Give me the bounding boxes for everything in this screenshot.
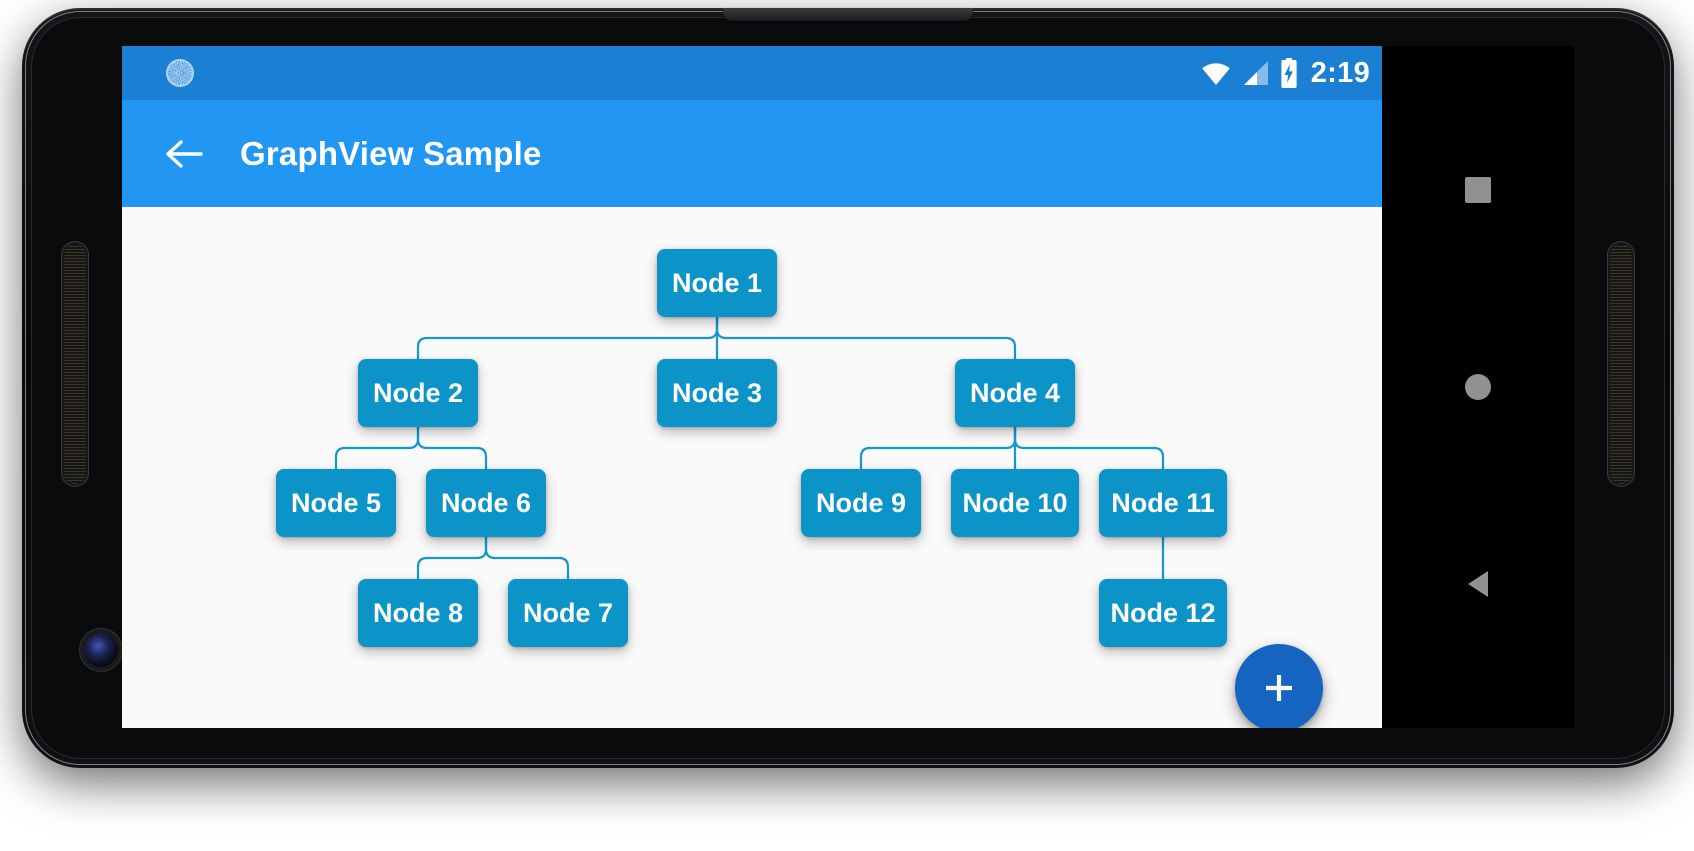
graph-node-label: Node 8: [372, 597, 464, 628]
graph-edge-node-1-to-node-2: [416, 315, 719, 361]
graph-node-label: Node 10: [962, 487, 1068, 518]
status-bar-icons: 2:19: [1201, 58, 1370, 88]
graph-edge-node-2-to-node-5: [334, 425, 420, 471]
graph-edge-node-2-to-node-6: [416, 425, 488, 471]
graph-node-9[interactable]: Node 9: [801, 469, 921, 537]
home-key-icon[interactable]: [1461, 370, 1495, 404]
graph-edge-node-4-to-node-9: [859, 425, 1017, 471]
app-launcher-glyph-icon: [166, 59, 194, 87]
graph-node-11[interactable]: Node 11: [1099, 469, 1227, 537]
status-bar: 2:19: [122, 46, 1382, 100]
graph-node-label: Node 6: [440, 487, 532, 518]
cell-signal-icon: [1243, 61, 1268, 85]
graph-node-label: Node 11: [1111, 487, 1215, 518]
phone-screen: 2:19 GraphView Sample Node 1 Node 2 Node 3…: [122, 46, 1574, 728]
graph-node-10[interactable]: Node 10: [951, 469, 1079, 537]
graph-node-5[interactable]: Node 5: [276, 469, 396, 537]
graph-node-label: Node 7: [522, 597, 614, 628]
graph-node-label: Node 4: [969, 377, 1061, 408]
graph-node-6[interactable]: Node 6: [426, 469, 546, 537]
page-title: GraphView Sample: [240, 134, 542, 172]
battery-charging-icon: [1281, 58, 1297, 88]
app-toolbar: GraphView Sample: [122, 100, 1382, 207]
graph-node-label: Node 1: [671, 267, 763, 298]
graph-node-7[interactable]: Node 7: [508, 579, 628, 647]
graph-node-label: Node 5: [290, 487, 382, 518]
add-node-fab[interactable]: [1235, 644, 1323, 728]
graph-node-label: Node 9: [815, 487, 907, 518]
graph-node-12[interactable]: Node 12: [1099, 579, 1227, 647]
graph-node-1[interactable]: Node 1: [657, 249, 777, 317]
back-arrow-icon[interactable]: [162, 132, 206, 176]
phone-device-frame: 2:19 GraphView Sample Node 1 Node 2 Node 3…: [22, 8, 1674, 768]
graph-canvas[interactable]: Node 1 Node 2 Node 3 Node 4 Node 5 Node 6 Node…: [122, 207, 1382, 728]
graph-node-8[interactable]: Node 8: [358, 579, 478, 647]
plus-icon: [1266, 675, 1292, 701]
graph-edge-node-4-to-node-11: [1013, 425, 1165, 471]
front-camera-icon: [84, 633, 118, 667]
graph-node-4[interactable]: Node 4: [955, 359, 1075, 427]
graph-node-label: Node 2: [372, 377, 464, 408]
graph-edge-node-6-to-node-7: [484, 535, 570, 581]
graph-node-label: Node 3: [671, 377, 763, 408]
graph-edge-node-1-to-node-4: [715, 315, 1017, 361]
speaker-grille-right: [1610, 244, 1632, 484]
android-nav-bar: [1382, 46, 1574, 728]
speaker-grille-left: [64, 244, 86, 484]
graph-edge-node-6-to-node-8: [416, 535, 488, 581]
wifi-icon: [1201, 63, 1230, 85]
earpiece-speaker: [723, 8, 973, 21]
status-bar-clock: 2:19: [1310, 56, 1370, 89]
graph-node-label: Node 12: [1110, 597, 1216, 628]
back-key-icon[interactable]: [1461, 567, 1495, 601]
graph-edges: [334, 315, 1165, 581]
graph-node-2[interactable]: Node 2: [358, 359, 478, 427]
graph-node-3[interactable]: Node 3: [657, 359, 777, 427]
recents-key-icon[interactable]: [1461, 173, 1495, 207]
